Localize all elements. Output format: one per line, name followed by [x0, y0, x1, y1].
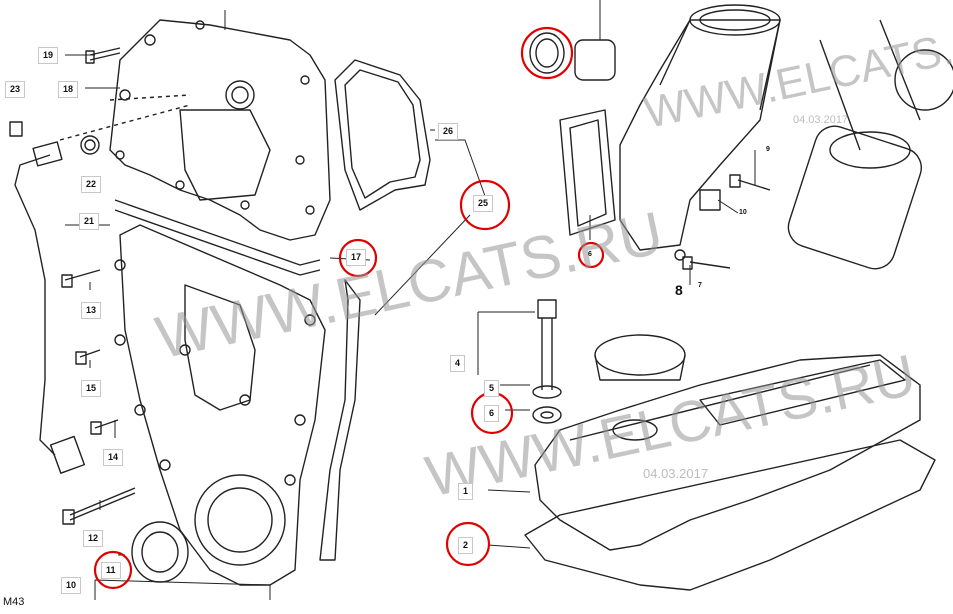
label-25: 25 — [473, 195, 494, 212]
label-18: 18 — [58, 81, 79, 98]
label-22: 22 — [81, 176, 102, 193]
label-13: 13 — [81, 302, 102, 319]
label-14: 14 — [103, 449, 124, 466]
label-4: 4 — [450, 355, 466, 372]
oil-filler-cap — [594, 334, 686, 376]
upper-timing-cover — [109, 19, 331, 241]
label-9: 9 — [766, 146, 770, 153]
label-12: 12 — [83, 530, 104, 547]
highlight-2 — [445, 521, 491, 567]
label-11: 11 — [101, 562, 121, 579]
label-17: 17 — [346, 249, 367, 266]
date-stamp-2: 04.03.2017 — [643, 466, 709, 481]
gasket-strip — [114, 199, 321, 276]
lower-timing-cover — [119, 224, 326, 586]
label-23: 23 — [5, 81, 26, 98]
label-6-upper: 6 — [588, 251, 592, 258]
highlight-ring-seal — [520, 26, 574, 80]
diagram-code: M43 — [3, 596, 25, 608]
crank-seal — [131, 521, 189, 583]
label-15: 15 — [81, 380, 102, 397]
label-6-lower: 6 — [484, 405, 500, 422]
label-1: 1 — [458, 483, 474, 500]
valve-cover-gasket — [524, 439, 936, 591]
oil-filter-housing — [619, 19, 781, 251]
highlight-17 — [338, 238, 378, 278]
label-2: 2 — [458, 537, 474, 554]
sensor-cable — [14, 154, 56, 456]
filter-element — [787, 125, 922, 270]
label-10-right: 10 — [739, 209, 747, 216]
label-21: 21 — [79, 213, 100, 230]
label-10-left: 10 — [61, 577, 82, 594]
date-stamp-1: 04.03.2017 — [793, 114, 849, 126]
label-26: 26 — [438, 123, 459, 140]
highlight-6a — [577, 241, 605, 269]
highlight-25 — [459, 179, 511, 231]
label-19: 19 — [38, 47, 59, 64]
label-5: 5 — [484, 380, 500, 397]
label-7: 7 — [698, 282, 702, 289]
upper-gasket — [334, 59, 431, 211]
highlight-11 — [93, 550, 133, 590]
label-8: 8 — [675, 282, 683, 298]
